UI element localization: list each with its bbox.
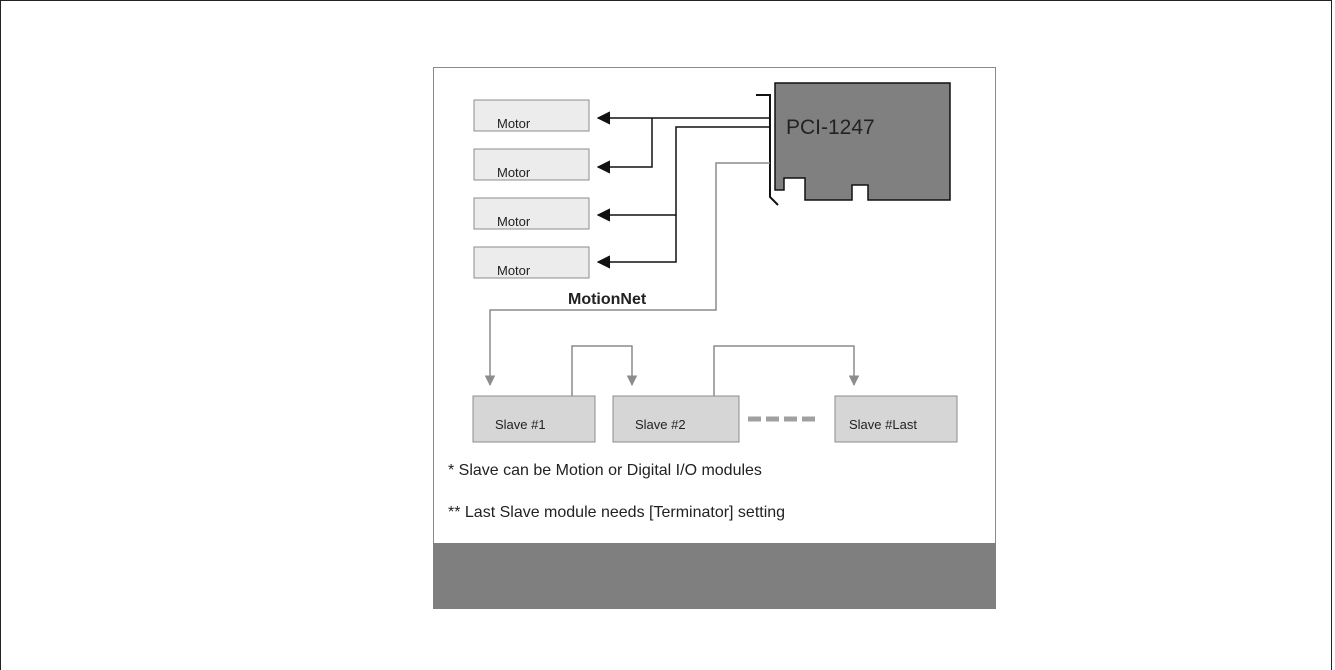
pci-card-label: PCI-1247 <box>786 116 875 139</box>
motor-label-1: Motor <box>497 116 531 131</box>
motor-box-1 <box>473 99 590 132</box>
slave-box-1 <box>472 395 596 443</box>
note-terminator: ** Last Slave module needs [Terminator] … <box>448 504 785 521</box>
motor-wiring <box>596 111 770 269</box>
motor-box-4 <box>473 246 590 279</box>
slave-label-last: Slave #Last <box>849 417 917 432</box>
card-bracket <box>756 94 779 206</box>
slave-box-last <box>834 395 958 443</box>
note-slave-type: * Slave can be Motion or Digital I/O mod… <box>448 462 762 479</box>
slave-label-2: Slave #2 <box>635 417 686 432</box>
motor-label-3: Motor <box>497 214 531 229</box>
slave-box-2 <box>612 395 740 443</box>
pci-card <box>774 82 951 201</box>
slave-label-1: Slave #1 <box>495 417 546 432</box>
motionnet-diagram: PCI-1247 Motor Motor Motor Motor MotionN… <box>448 82 958 521</box>
slave-chain <box>571 345 860 396</box>
motor-box-2 <box>473 148 590 181</box>
motor-box-3 <box>473 197 590 230</box>
motor-label-2: Motor <box>497 165 531 180</box>
motionnet-link <box>484 162 770 387</box>
motor-label-4: Motor <box>497 263 531 278</box>
motionnet-label: MotionNet <box>568 291 647 308</box>
footer-band <box>433 543 996 609</box>
